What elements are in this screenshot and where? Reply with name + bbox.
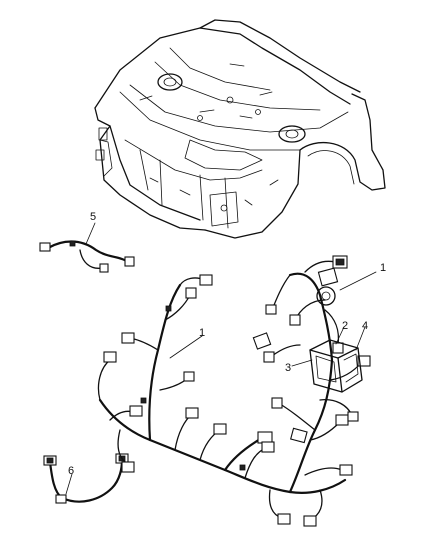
callout-6: 6 xyxy=(68,465,74,477)
harness-part-6 xyxy=(43,453,129,504)
harness-part-1 xyxy=(97,255,377,527)
harness-part-5 xyxy=(39,222,135,273)
callout-4: 4 xyxy=(362,320,368,332)
power-distribution-module xyxy=(291,326,366,393)
callout-5: 5 xyxy=(90,211,96,223)
front-end-body-structure xyxy=(94,19,386,239)
connector-icon xyxy=(39,242,51,252)
callout-1-mid: 1 xyxy=(199,327,205,339)
callout-3: 3 xyxy=(285,362,291,374)
callout-2: 2 xyxy=(342,320,348,332)
callout-1-top: 1 xyxy=(380,262,386,274)
